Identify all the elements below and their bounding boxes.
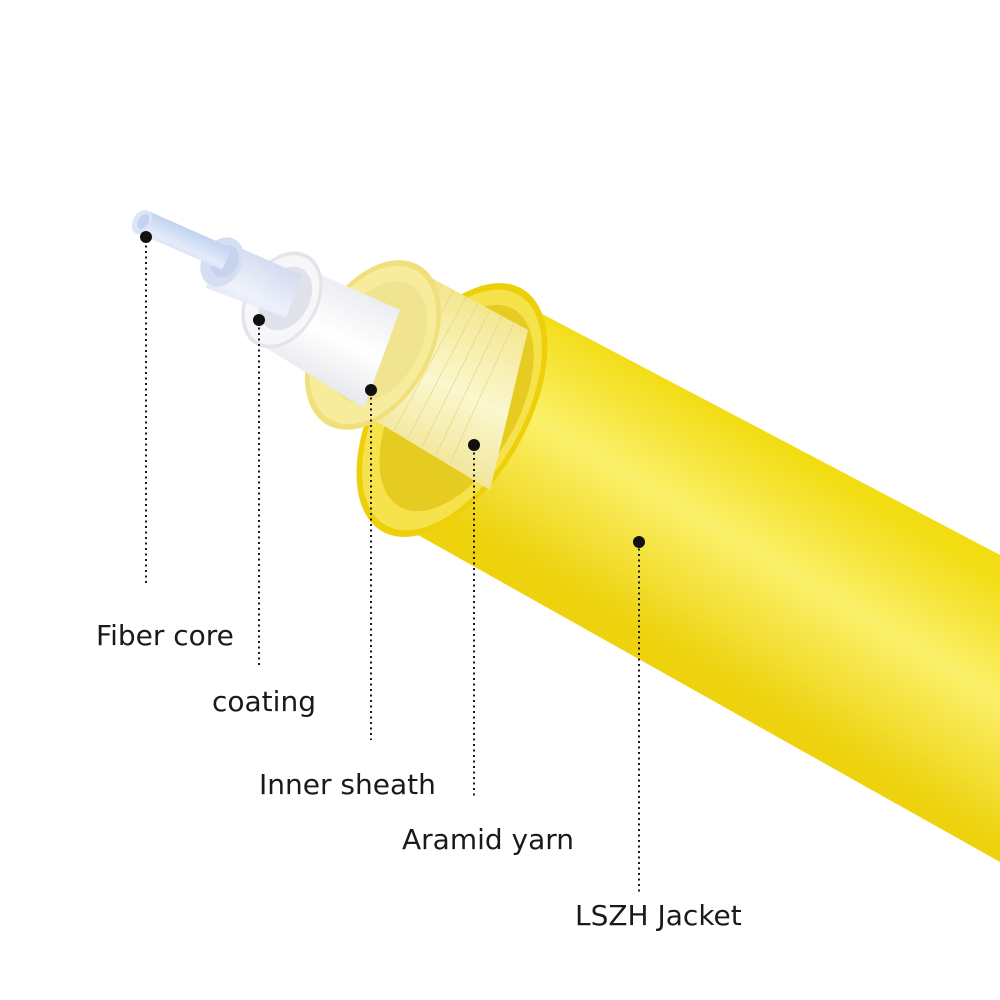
dot-inner-sheath — [365, 384, 377, 396]
jacket-body — [418, 285, 1000, 862]
label-coating: coating — [212, 685, 316, 718]
label-aramid-yarn: Aramid yarn — [402, 823, 575, 856]
label-inner-sheath: Inner sheath — [259, 768, 436, 801]
dot-lszh-jacket — [633, 536, 645, 548]
leader-dots — [140, 231, 645, 548]
leader-lines — [145, 240, 640, 892]
dot-fiber-core — [140, 231, 152, 243]
label-fiber-core: Fiber core — [96, 619, 234, 652]
label-lszh-jacket: LSZH Jacket — [575, 899, 742, 932]
dot-aramid-yarn — [468, 439, 480, 451]
fiber-core-end — [131, 209, 153, 235]
dot-coating — [253, 314, 265, 326]
fiber-core-body — [136, 210, 232, 270]
